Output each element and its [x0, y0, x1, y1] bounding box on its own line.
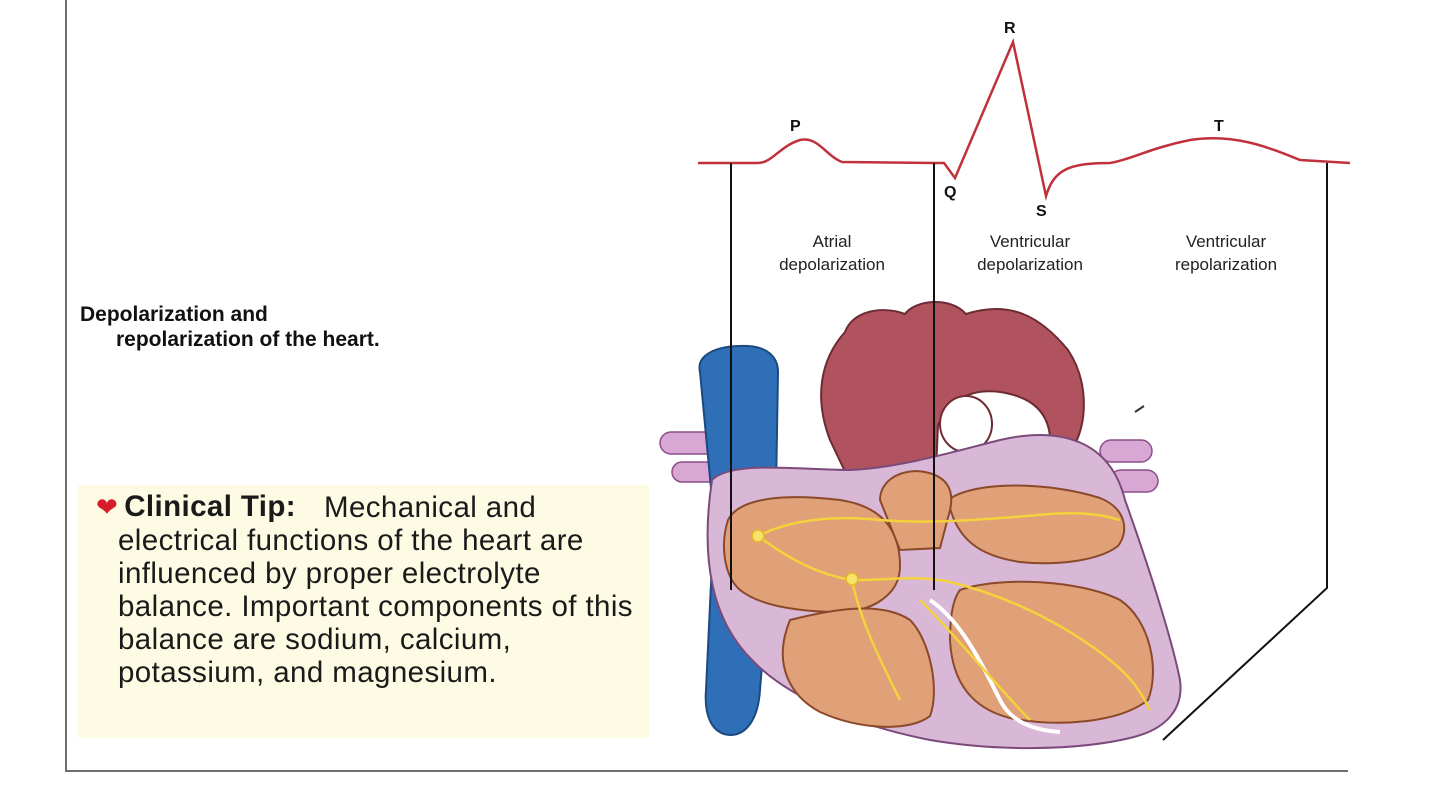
wave-p-label: P [790, 118, 801, 135]
phase-atrial-line1: Atrial [813, 232, 852, 251]
sa-node [751, 529, 765, 543]
left-ventricle [948, 580, 1154, 724]
heart-icon: ❤ [96, 492, 119, 522]
right-ventricle [781, 607, 935, 728]
left-atrium [946, 484, 1126, 565]
wave-s-label: S [1036, 203, 1047, 220]
caption-line-2: repolarization of the heart. [116, 328, 380, 351]
right-atrium [723, 496, 902, 614]
septum-highlight [928, 598, 1061, 734]
clinical-tip-box: ❤Clinical Tip: Mechanical and electrical… [78, 485, 649, 738]
wave-q-label: Q [944, 184, 956, 201]
phase-atrial-line2: depolarization [779, 255, 885, 274]
wave-t-label: T [1214, 118, 1224, 135]
frame-left-border [65, 0, 67, 772]
phase-vent-rep-line2: repolarization [1175, 255, 1277, 274]
heart-illustration [659, 300, 1182, 750]
phase-boundary-lines [730, 163, 1328, 741]
phase-vent-dep-line2: depolarization [977, 255, 1083, 274]
aorta [820, 300, 1085, 484]
caption-line-1: Depolarization and [80, 303, 268, 326]
ecg-trace [698, 37, 1351, 201]
av-node [845, 572, 859, 586]
phase-vent-rep-line1: Ventricular [1186, 232, 1267, 251]
clinical-tip-text: ❤Clinical Tip: Mechanical and electrical… [96, 490, 648, 689]
phase-vent-dep-line1: Ventricular [990, 232, 1071, 251]
clinical-tip-body: Mechanical and electrical functions of t… [118, 491, 633, 689]
figure-caption: Depolarization and repolarization of the… [80, 302, 380, 352]
frame-bottom-border [65, 770, 1348, 772]
conduction-system [757, 512, 1152, 721]
wave-r-label: R [1004, 20, 1016, 37]
clinical-tip-heading: Clinical Tip: [124, 490, 297, 523]
